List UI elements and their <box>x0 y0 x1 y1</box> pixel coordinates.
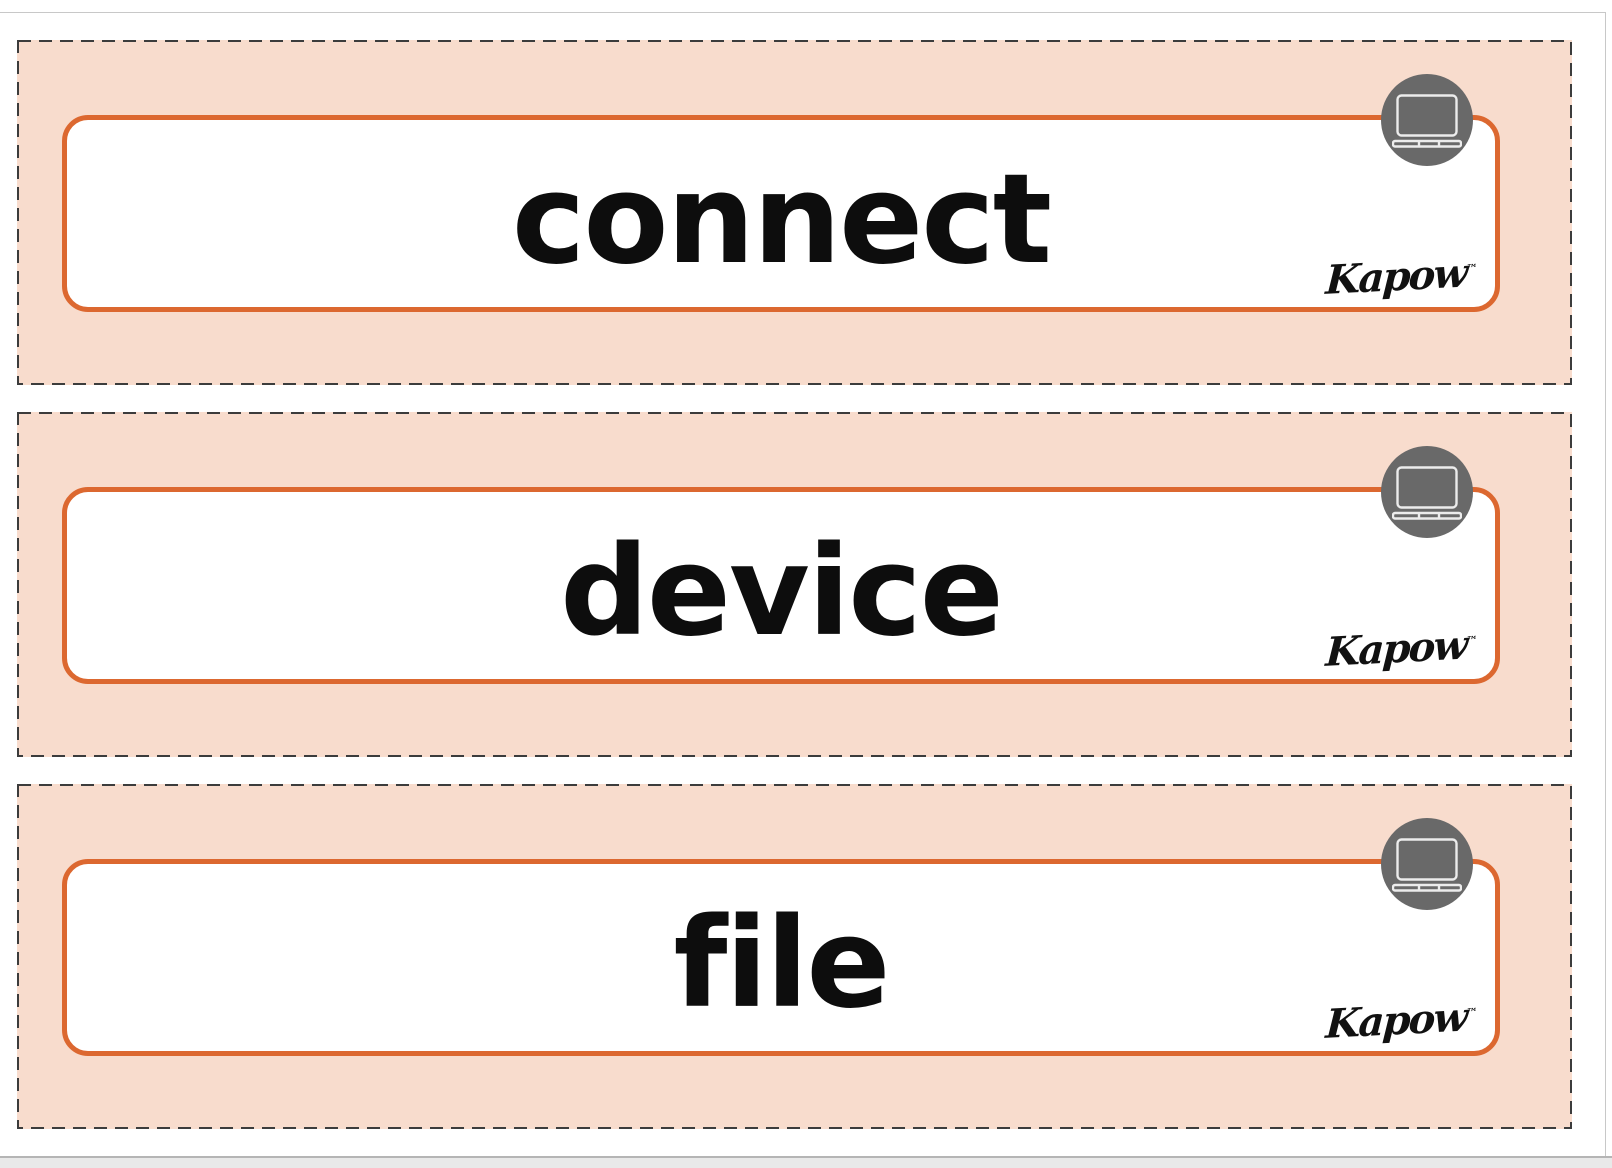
vocabulary-word: device <box>560 519 1004 664</box>
trademark-mark: ™ <box>1466 261 1478 276</box>
laptop-icon <box>1392 466 1462 520</box>
word-panel: file Kapow™ <box>62 818 1500 1056</box>
icon-circle <box>1381 446 1473 538</box>
word-card: connect Kapow™ <box>17 40 1572 385</box>
word-card: file Kapow™ <box>17 784 1572 1129</box>
laptop-icon <box>1392 838 1462 892</box>
word-panel: connect Kapow™ <box>62 74 1500 312</box>
vocabulary-word: file <box>673 891 890 1036</box>
kapow-logo: Kapow™ <box>1324 249 1478 304</box>
viewer-right-border <box>1605 12 1606 1157</box>
word-panel: device Kapow™ <box>62 446 1500 684</box>
icon-circle <box>1381 74 1473 166</box>
icon-circle <box>1381 818 1473 910</box>
vocabulary-word: connect <box>511 147 1052 292</box>
word-card: device Kapow™ <box>17 412 1572 757</box>
kapow-logo: Kapow™ <box>1324 621 1478 676</box>
viewer-bottom-strip <box>0 1158 1612 1168</box>
laptop-icon <box>1392 94 1462 148</box>
trademark-mark: ™ <box>1466 1005 1478 1020</box>
viewer-top-border <box>0 12 1606 13</box>
kapow-logo: Kapow™ <box>1324 993 1478 1048</box>
viewer-bottom-border <box>0 1156 1612 1158</box>
trademark-mark: ™ <box>1466 633 1478 648</box>
